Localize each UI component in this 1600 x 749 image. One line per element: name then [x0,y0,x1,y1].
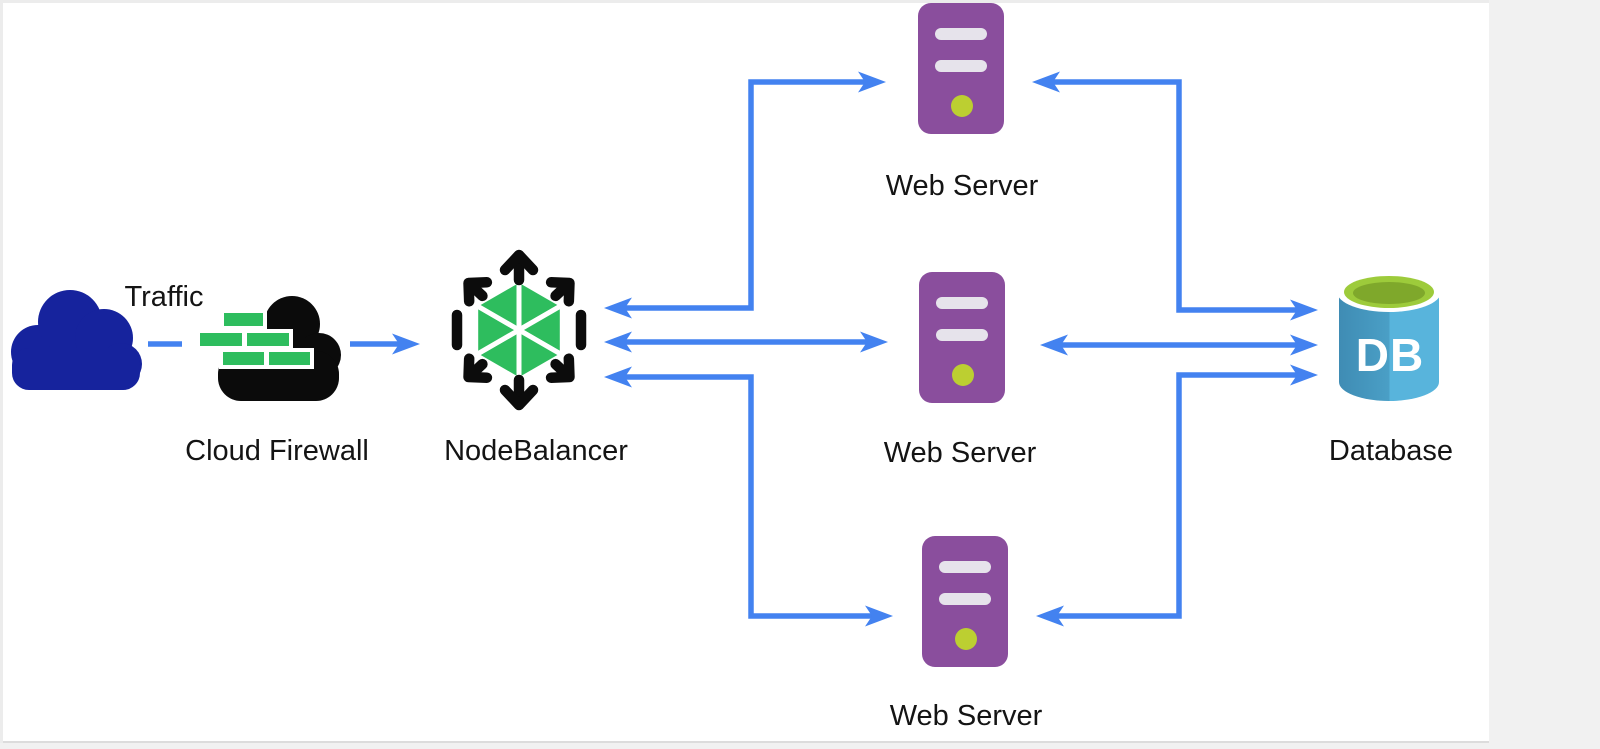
node-label-traffic: Traffic [124,281,204,313]
node-traffic [8,284,143,401]
node-firewall [192,291,342,417]
server-tower-icon [922,536,1008,667]
edge-nodebalancer-webserver3 [604,366,893,627]
node-label-firewall: Cloud Firewall [185,435,369,467]
server-tower-icon [918,3,1004,134]
node-label-database: Database [1328,435,1454,467]
arrowhead-left [1036,605,1064,627]
database-top-inner [1353,282,1425,304]
nodebalancer-arrows [451,249,587,411]
arrowhead-right [860,331,888,353]
node-label-webserver-1: Web Server [885,170,1039,202]
arrowhead-left [604,366,632,388]
server-tower-icon [919,272,1005,403]
edge-webserver1-database [1032,71,1318,321]
server-slot [935,28,987,40]
edge-webserver2-database [1040,334,1318,356]
arrowhead-left [1032,71,1060,93]
arrowhead-right [1290,299,1318,321]
arrowhead-left [604,297,632,319]
server-slot [936,297,988,309]
node-label-webserver-2: Web Server [883,437,1037,469]
node-label-webserver-3: Web Server [889,700,1043,732]
node-database: DB [1337,271,1443,411]
node-webserver-3 [922,536,1008,672]
edge-webserver3-database [1036,364,1318,627]
arrowhead-right [1290,364,1318,386]
node-label-nodebalancer: NodeBalancer [444,435,628,467]
server-led [955,628,977,650]
firewall-brick-wall [196,309,314,369]
cloud-icon [11,290,142,390]
server-slot [935,60,987,72]
edge-nodebalancer-webserver1 [604,71,886,319]
edge-firewall-nodebalancer [350,333,420,355]
server-slot [939,561,991,573]
database-cylinder-icon: DB [1337,272,1441,401]
nodebalancer-hexagon [473,277,565,383]
server-led [952,364,974,386]
node-webserver-1 [918,3,1004,139]
firewall-cloud-icon [196,296,341,401]
database-body [1339,292,1439,401]
arrowhead-right [858,71,886,93]
arrowhead-right [1290,334,1318,356]
nodebalancer-icon [451,249,587,411]
server-led [951,95,973,117]
node-nodebalancer [431,242,607,423]
arrowhead-right [865,605,893,627]
edge-nodebalancer-webserver2 [604,331,888,353]
diagram-canvas: Traffic Cloud Firewall [0,0,1489,743]
node-webserver-2 [919,272,1005,408]
server-slot [936,329,988,341]
arrowhead-right [392,333,420,355]
database-badge: DB [1356,329,1424,381]
arrowhead-left [1040,334,1068,356]
server-slot [939,593,991,605]
arrowhead-left [604,331,632,353]
